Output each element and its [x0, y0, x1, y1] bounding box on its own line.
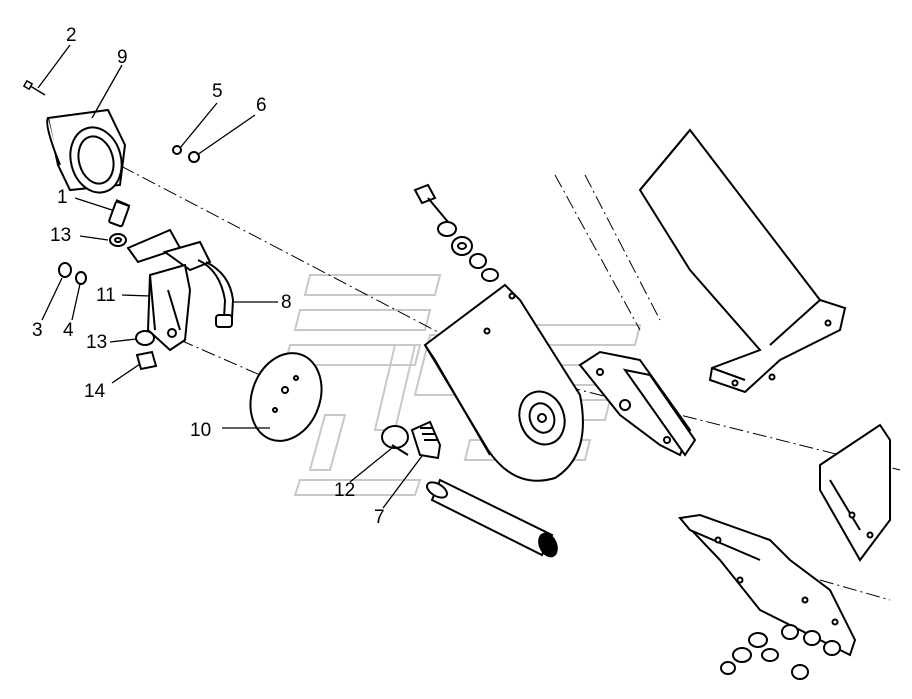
callout-12: 12 — [334, 480, 356, 501]
part-10-disk — [249, 352, 323, 442]
callout-13-lower: 13 — [86, 332, 108, 353]
callout-11: 11 — [96, 285, 116, 306]
callout-9: 9 — [117, 47, 128, 68]
linkage-arm — [578, 350, 697, 457]
part-6-washer — [188, 151, 200, 163]
callout-3: 3 — [32, 320, 43, 341]
part-4-nut — [75, 271, 87, 285]
mounting-plate — [126, 228, 212, 272]
chute — [638, 128, 847, 394]
callout-7: 7 — [374, 507, 385, 528]
callout-4: 4 — [63, 320, 74, 341]
callout-10: 10 — [190, 420, 212, 441]
housing-fasteners — [413, 183, 499, 282]
part-2-screw — [22, 79, 46, 96]
part-13-washer-lower — [135, 330, 155, 346]
callout-6: 6 — [256, 95, 267, 116]
part-12-clamp — [381, 425, 409, 456]
part-14-nut — [135, 350, 158, 371]
pulley-housing — [423, 283, 584, 482]
part-3-nut — [58, 262, 72, 278]
callout-8: 8 — [281, 292, 292, 313]
callout-5: 5 — [212, 81, 223, 102]
callout-2: 2 — [66, 25, 77, 46]
part-13-washer-upper — [109, 233, 127, 247]
lower-fasteners — [720, 624, 841, 680]
callout-14: 14 — [84, 381, 106, 402]
callout-13-upper: 13 — [50, 225, 72, 246]
part-5-nut — [172, 145, 182, 155]
part-8-cable — [197, 259, 235, 328]
lower-frame — [677, 423, 891, 657]
shaft — [426, 478, 558, 558]
part-1-bolt — [108, 199, 131, 228]
callout-1: 1 — [57, 187, 68, 208]
part-7-block — [410, 420, 442, 460]
leader-lines — [37, 44, 423, 509]
part-9-cap — [46, 108, 127, 194]
part-11-bracket — [146, 263, 192, 352]
